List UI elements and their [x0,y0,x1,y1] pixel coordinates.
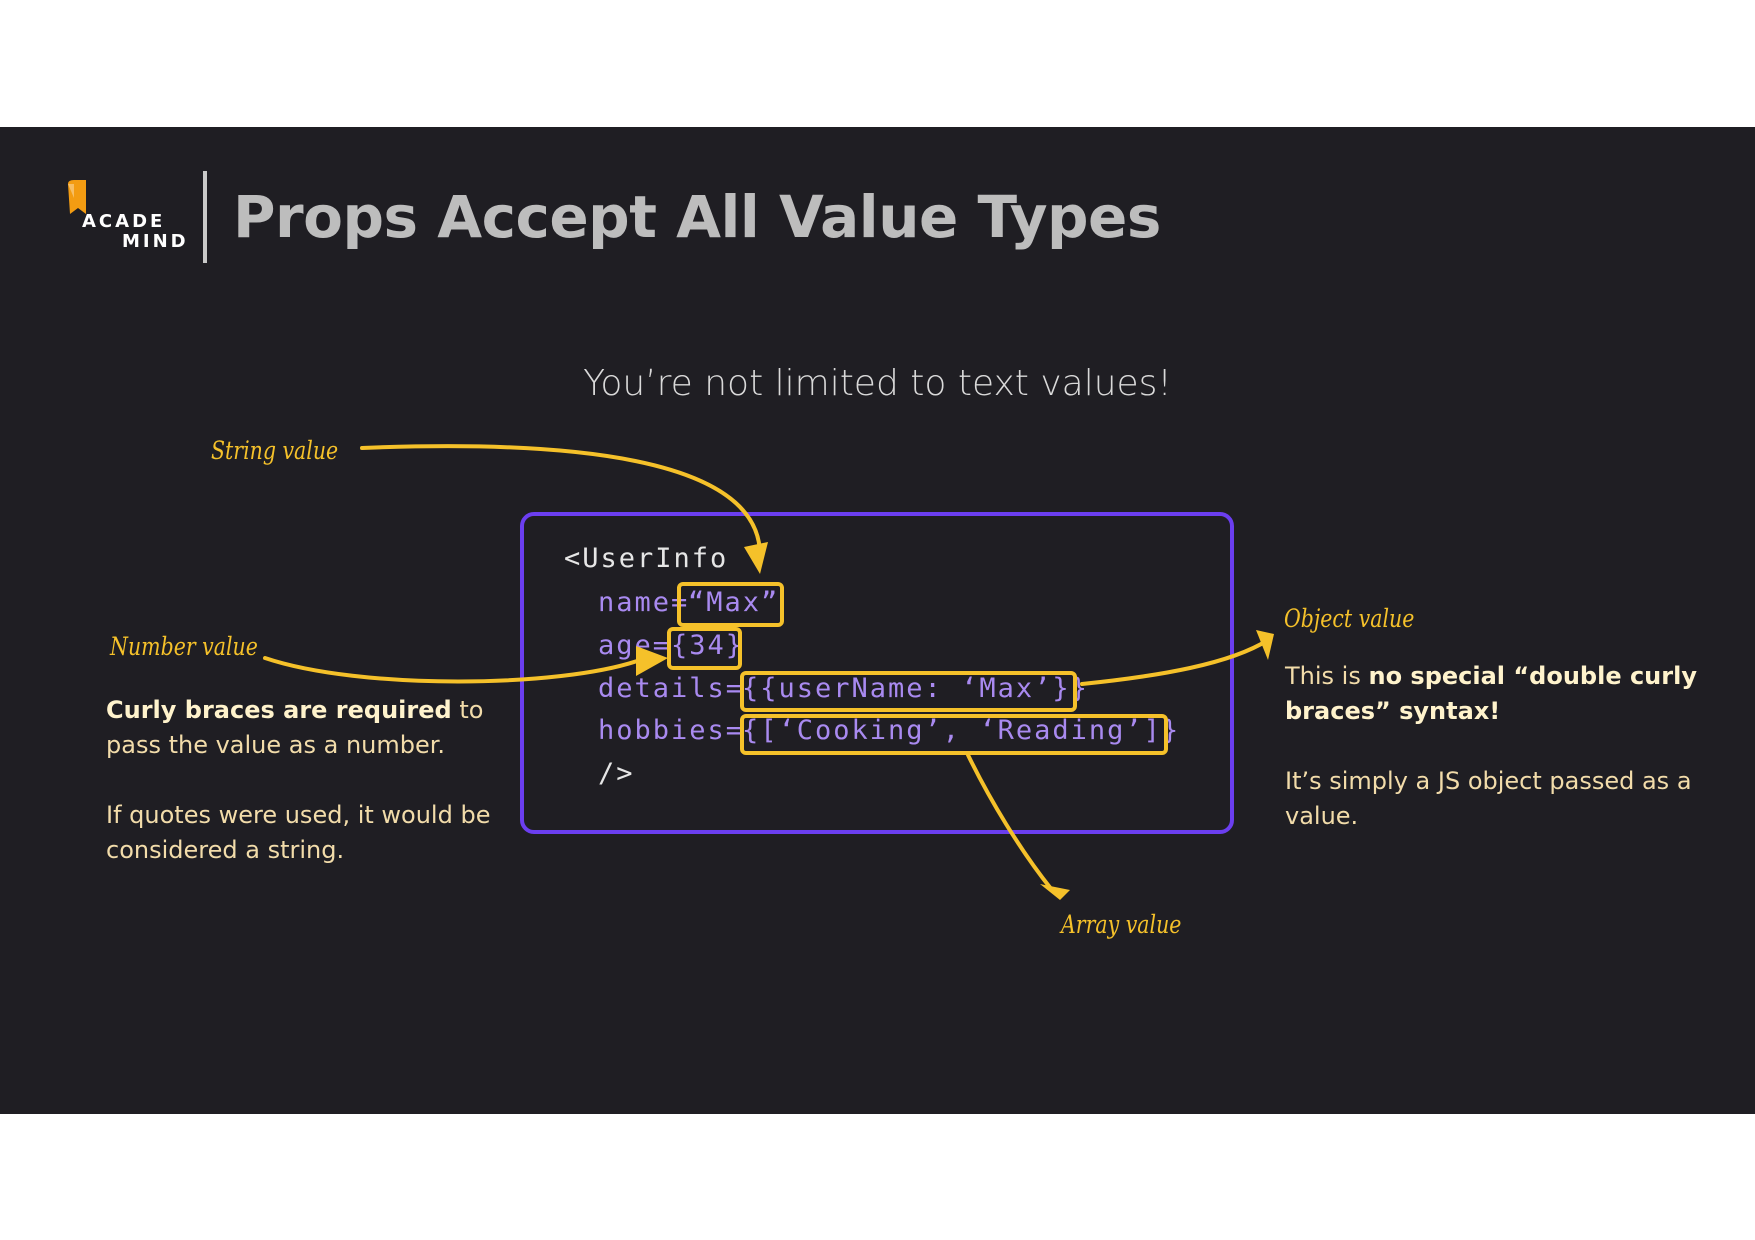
object-value-label: Object value [1284,604,1415,633]
code-name-value: “Max” [688,587,780,618]
object-description: This is no special “double curly braces”… [1285,659,1725,834]
code-age-attr: age= [598,630,672,661]
page-title: Props Accept All Value Types [233,183,1161,251]
subtitle: You’re not limited to text values! [583,363,1172,404]
slide [0,127,1755,1114]
code-hobbies-value: {[‘Cooking’, ‘Reading’]} [742,715,1181,746]
object-description-p2: It’s simply a JS object passed as a valu… [1285,767,1692,830]
logo-bookmark-icon [68,180,86,214]
number-value-label: Number value [110,632,258,661]
highlight-number [667,627,742,670]
object-description-start: This is [1285,662,1369,690]
code-age-value: {34} [671,630,745,661]
number-description-rest: to pass the value as a number. [106,696,484,759]
code-close-tag: /> [598,758,635,789]
array-value-label: Array value [1061,910,1182,939]
number-description: Curly braces are required to pass the va… [106,693,496,868]
code-details-value: {{userName: ‘Max’}} [742,673,1089,704]
object-description-p1: This is no special “double curly braces”… [1285,659,1725,729]
logo-text-line2: MIND [122,231,189,252]
number-description-p2: If quotes were used, it would be conside… [106,801,491,864]
string-value-label: String value [211,436,339,465]
code-open-tag: <UserInfo [564,543,729,574]
highlight-object [740,671,1077,712]
code-name-attr: name= [598,587,690,618]
logo-text-line1: ACADE [82,211,166,232]
number-description-p1: Curly braces are required to pass the va… [106,693,496,763]
number-description-bold: Curly braces are required [106,696,452,724]
code-details-attr: details= [598,673,745,704]
code-hobbies-attr: hobbies= [598,715,745,746]
highlight-array [740,714,1168,755]
highlight-string [677,582,784,627]
object-description-bold: no special “double curly braces” syntax! [1285,662,1697,725]
header-divider [203,171,207,263]
